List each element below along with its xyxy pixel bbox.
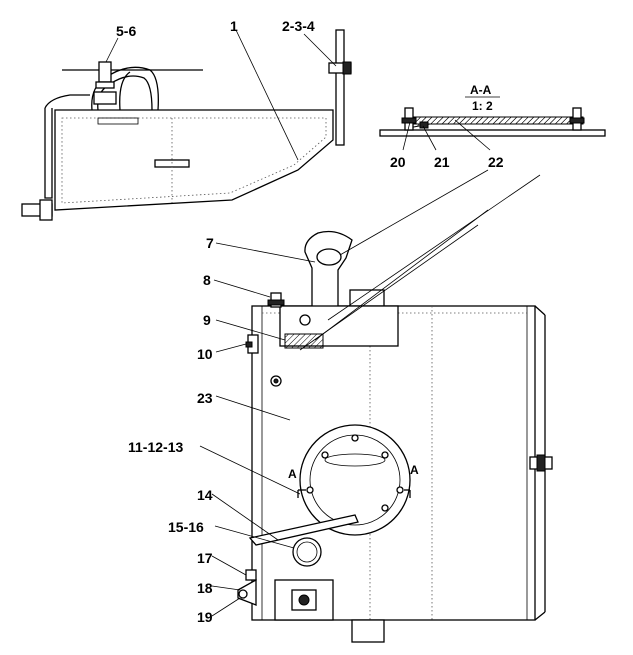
projection-lines bbox=[299, 169, 541, 351]
section-view-a-a: A-A 1: 2 bbox=[379, 83, 606, 137]
callout-20: 20 bbox=[390, 154, 406, 170]
section-marker-right: A bbox=[410, 463, 419, 477]
callout-1: 1 bbox=[230, 18, 238, 34]
callout-10: 10 bbox=[197, 346, 213, 362]
callout-22: 22 bbox=[488, 154, 504, 170]
callout-18: 18 bbox=[197, 580, 213, 596]
callout-14: 14 bbox=[197, 487, 213, 503]
callout-2-3-4: 2-3-4 bbox=[282, 18, 315, 34]
front-view: A A bbox=[237, 230, 553, 643]
callout-15-16: 15-16 bbox=[168, 519, 204, 535]
callout-9: 9 bbox=[203, 312, 211, 328]
callout-labels: 5-6 1 2-3-4 20 21 22 7 8 9 10 23 11-12-1… bbox=[116, 18, 504, 625]
callout-21: 21 bbox=[434, 154, 450, 170]
callout-7: 7 bbox=[206, 235, 214, 251]
leader-lines bbox=[105, 29, 491, 617]
callout-17: 17 bbox=[197, 550, 213, 566]
section-scale: 1: 2 bbox=[472, 99, 493, 113]
section-marker-left: A bbox=[288, 467, 297, 481]
callout-5-6: 5-6 bbox=[116, 23, 136, 39]
callout-11-12-13: 11-12-13 bbox=[128, 439, 183, 455]
callout-19: 19 bbox=[197, 609, 213, 625]
callout-8: 8 bbox=[203, 272, 211, 288]
side-view bbox=[21, 29, 352, 221]
callout-23: 23 bbox=[197, 390, 213, 406]
section-title: A-A bbox=[470, 83, 492, 97]
